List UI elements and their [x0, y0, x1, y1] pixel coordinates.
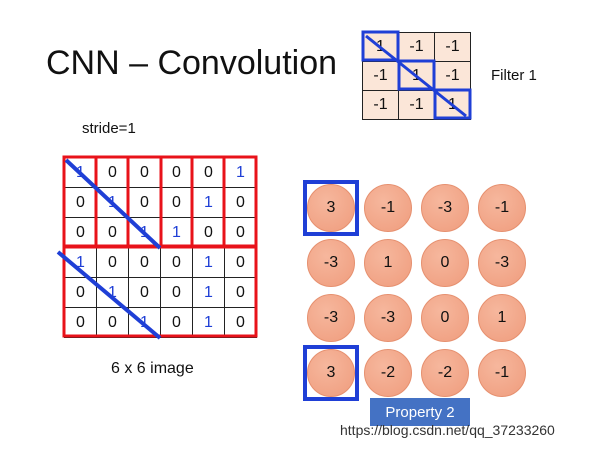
- image-cell: 0: [128, 157, 161, 188]
- feature-map-value: 1: [478, 294, 526, 342]
- image-cell: 1: [96, 277, 129, 308]
- feature-map-value: 1: [364, 239, 412, 287]
- image-cell: 0: [160, 307, 193, 338]
- filter-cell: 1: [362, 32, 399, 62]
- image-cell: 0: [64, 187, 97, 218]
- filter-cell: 1: [398, 61, 435, 91]
- watermark: https://blog.csdn.net/qq_37233260: [340, 422, 555, 438]
- image-cell: 0: [128, 187, 161, 218]
- feature-map-value: -3: [364, 294, 412, 342]
- feature-map-value: -2: [421, 349, 469, 397]
- image-cell: 0: [64, 277, 97, 308]
- image-cell: 1: [192, 247, 225, 278]
- filter-cell: -1: [398, 32, 435, 62]
- image-cell: 0: [224, 217, 257, 248]
- image-cell: 0: [128, 277, 161, 308]
- filter-cell: -1: [362, 61, 399, 91]
- slide-title: CNN – Convolution: [46, 44, 338, 82]
- image-cell: 1: [192, 187, 225, 218]
- stride-label: stride=1: [82, 120, 136, 137]
- image-cell: 1: [192, 277, 225, 308]
- feature-map-value: -3: [307, 294, 355, 342]
- feature-map-value: -1: [364, 184, 412, 232]
- image-cell: 0: [192, 157, 225, 188]
- image-cell: 0: [96, 307, 129, 338]
- feature-map-value: -3: [307, 239, 355, 287]
- feature-map-value: -2: [364, 349, 412, 397]
- feature-map-value: -1: [478, 349, 526, 397]
- image-cell: 0: [224, 187, 257, 218]
- feature-map-value: 3: [307, 349, 355, 397]
- image-cell: 0: [128, 247, 161, 278]
- feature-map-value: 0: [421, 294, 469, 342]
- image-label: 6 x 6 image: [111, 360, 194, 377]
- feature-map-value: 0: [421, 239, 469, 287]
- image-cell: 1: [160, 217, 193, 248]
- feature-map-value: 3: [307, 184, 355, 232]
- image-cell: 0: [224, 247, 257, 278]
- image-cell: 0: [160, 247, 193, 278]
- image-cell: 1: [64, 247, 97, 278]
- image-cell: 0: [64, 217, 97, 248]
- image-cell: 1: [224, 157, 257, 188]
- image-cell: 0: [224, 307, 257, 338]
- filter-cell: -1: [434, 61, 471, 91]
- image-cell: 1: [128, 307, 161, 338]
- image-cell: 0: [160, 277, 193, 308]
- image-cell: 0: [96, 157, 129, 188]
- image-cell: 0: [64, 307, 97, 338]
- image-cell: 1: [192, 307, 225, 338]
- feature-map-value: -3: [478, 239, 526, 287]
- image-cell: 0: [96, 217, 129, 248]
- filter-cell: -1: [398, 90, 435, 120]
- property-badge: Property 2: [370, 398, 470, 426]
- image-cell: 0: [192, 217, 225, 248]
- image-cell: 0: [224, 277, 257, 308]
- filter-cell: -1: [434, 32, 471, 62]
- image-cell: 1: [128, 217, 161, 248]
- feature-map-value: -3: [421, 184, 469, 232]
- filter-label: Filter 1: [491, 67, 537, 84]
- filter-cell: -1: [362, 90, 399, 120]
- image-cell: 1: [64, 157, 97, 188]
- image-cell: 0: [160, 157, 193, 188]
- image-cell: 1: [96, 187, 129, 218]
- feature-map-value: -1: [478, 184, 526, 232]
- image-cell: 0: [96, 247, 129, 278]
- filter-cell: 1: [434, 90, 471, 120]
- image-cell: 0: [160, 187, 193, 218]
